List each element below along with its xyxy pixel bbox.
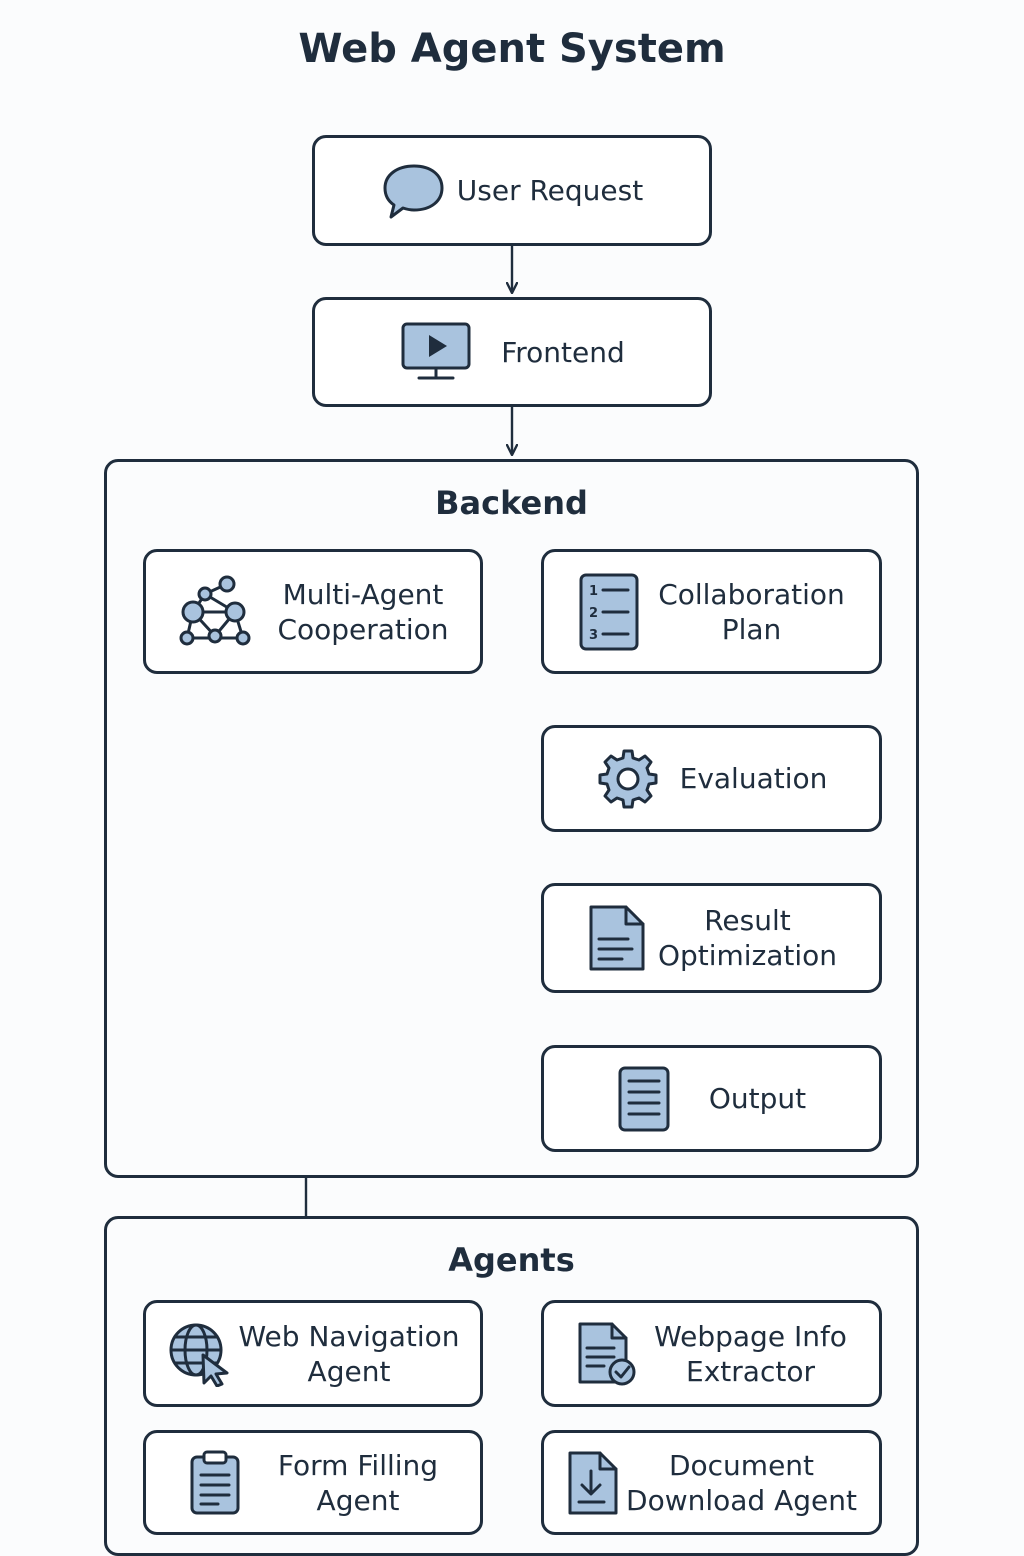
clipboard-icon [188,1449,242,1517]
node-label: User Request [456,174,644,207]
doc-check-icon [576,1320,638,1388]
monitor-play-icon [399,320,473,384]
lined-doc-icon [617,1065,671,1133]
svg-text:1: 1 [589,584,598,599]
speech-bubble-icon [381,160,447,222]
numbered-list-icon: 1 2 3 [578,572,640,652]
node-frontend: Frontend [312,297,712,407]
gear-icon [596,747,660,811]
globe-cursor-icon [167,1321,233,1387]
node-output: Output [541,1045,882,1152]
node-user-request: User Request [312,135,712,246]
svg-text:3: 3 [589,628,598,643]
node-label: Evaluation [679,762,828,795]
network-icon [177,574,253,650]
node-label: Frontend [501,335,625,369]
backend-group-title: Backend [435,484,588,522]
doc-download-icon [566,1449,620,1517]
document-icon [586,903,648,973]
agents-group-title: Agents [448,1241,575,1279]
svg-text:2: 2 [589,606,598,621]
node-label: Output [708,1082,807,1115]
node-evaluation: Evaluation [541,725,882,832]
diagram-title: Web Agent System [298,26,726,72]
